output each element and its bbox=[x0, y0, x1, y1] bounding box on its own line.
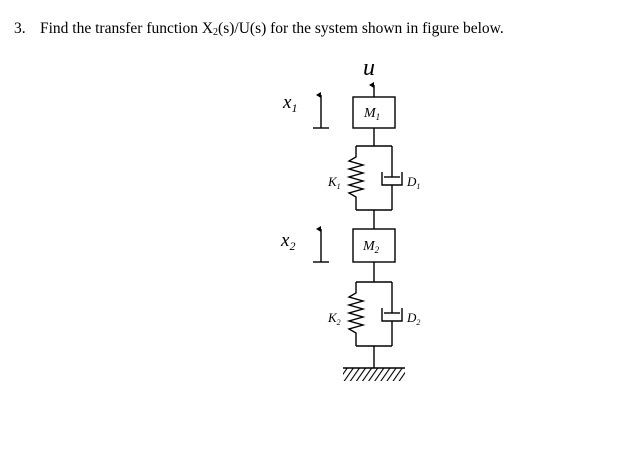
question-number: 3. bbox=[14, 20, 26, 37]
input-force-label: u bbox=[363, 55, 375, 81]
mass-m1-label: M1 bbox=[363, 106, 380, 122]
spring-k1 bbox=[346, 146, 366, 210]
question-text-end: (s)/U(s) for the system shown in figure … bbox=[218, 20, 504, 37]
question-text: 3. Find the transfer function X2(s)/U(s) … bbox=[14, 20, 504, 38]
question-text-start: Find the transfer function X bbox=[40, 20, 214, 37]
damper-d1-label: D1 bbox=[406, 174, 420, 191]
ground-hatching bbox=[343, 368, 405, 381]
x1-label: x1 bbox=[282, 92, 297, 115]
question-subscript: 2 bbox=[213, 27, 219, 38]
damper-d2-label: D2 bbox=[406, 310, 420, 327]
spring-k2 bbox=[346, 282, 366, 346]
x2-label: x2 bbox=[280, 230, 295, 253]
mass-m2-label: M2 bbox=[362, 239, 380, 255]
spring-k2-label: K2 bbox=[327, 310, 341, 327]
spring-k1-label: K1 bbox=[327, 174, 341, 191]
